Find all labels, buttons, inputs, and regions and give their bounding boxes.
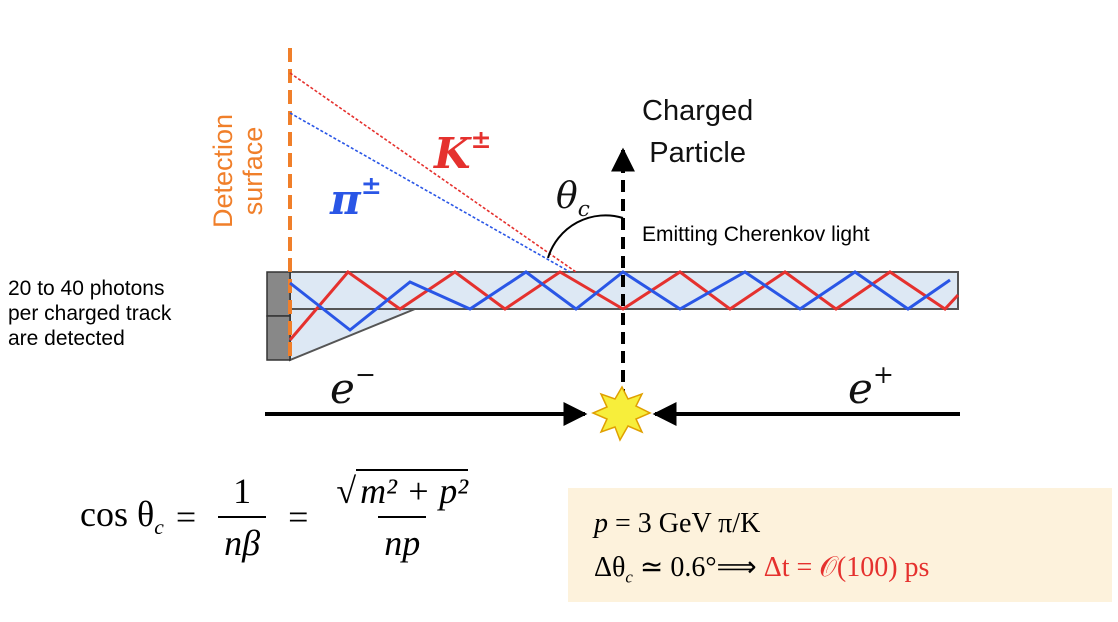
charged-particle-label: Charged Particle — [642, 90, 753, 174]
cherenkov-angle-arc — [547, 214, 624, 259]
formula-fraction-2: √m² + p² np — [336, 469, 469, 563]
detection-surface-label: Detection surface — [208, 114, 268, 228]
kaon-label: K± — [434, 124, 492, 179]
photon-count-note: 20 to 40 photons per charged track are d… — [8, 276, 171, 351]
photo-sensor-bottom — [266, 315, 291, 361]
detection-surface-line1: Detection — [208, 113, 238, 228]
formula-equals-1: = — [175, 497, 197, 537]
detection-surface-line2: surface — [238, 126, 268, 216]
formula-fraction-1: 1 nβ — [218, 470, 267, 564]
kaon-photon-path — [289, 72, 577, 273]
cherenkov-angle-label: θc — [556, 176, 590, 223]
emitting-cherenkov-label: Emitting Cherenkov light — [642, 223, 870, 246]
pion-photon-bounces — [289, 270, 951, 332]
photo-sensor-top — [266, 271, 291, 317]
pion-photon-path — [289, 112, 571, 273]
charged-particle-line1: Charged — [642, 95, 754, 127]
cherenkov-angle-formula: cos θc = 1 nβ = √m² + p² np — [80, 469, 484, 564]
photon-note-line3: are detected — [8, 327, 125, 350]
formula-equals-2: = — [288, 497, 309, 537]
info-line-resolution: Δθc ≃ 0.6°⟹ Δt = 𝒪(100) ps — [594, 552, 930, 587]
electron-label: e− — [330, 360, 376, 414]
timing-result: Δt = 𝒪(100) ps — [763, 552, 930, 583]
photon-note-line1: 20 to 40 photons — [8, 277, 165, 300]
pion-label: π± — [330, 170, 382, 225]
photon-note-line2: per charged track — [8, 302, 172, 325]
info-box — [568, 488, 1112, 602]
positron-label: e+ — [848, 360, 894, 414]
formula-lhs: cos θc — [80, 494, 164, 540]
charged-particle-line2: Particle — [649, 137, 746, 169]
info-line-momentum: p = 3 GeV π/K — [594, 508, 761, 539]
collision-star-icon — [591, 385, 652, 442]
